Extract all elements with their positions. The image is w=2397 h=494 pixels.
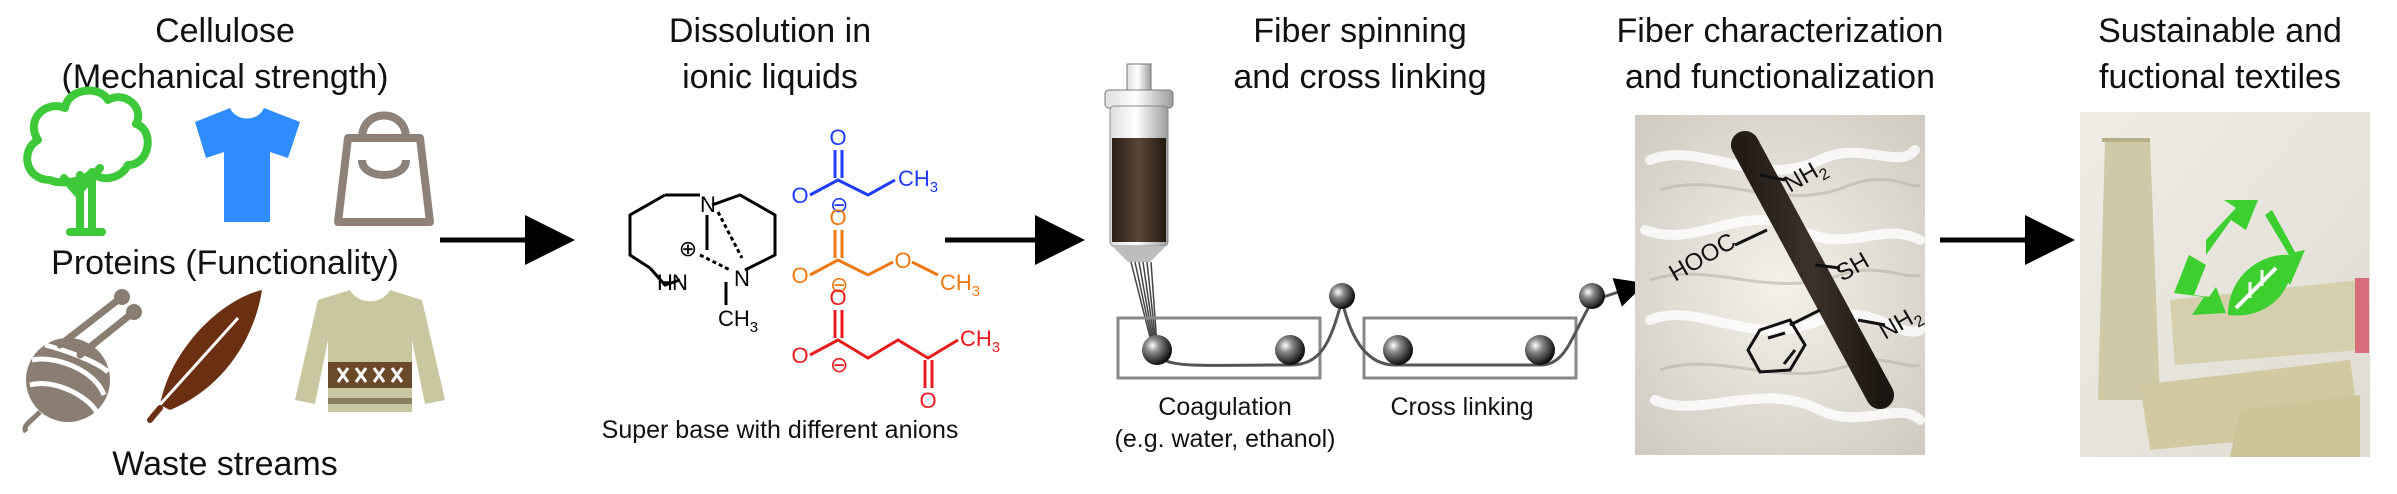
roller: [1142, 335, 1172, 365]
spinning-title-line1: Fiber spinning: [1253, 12, 1467, 50]
roller: [1525, 335, 1555, 365]
fiber-exit-arrow: [1599, 278, 1646, 307]
superbase-n-methyl: N: [734, 266, 750, 291]
spinning-title-line2: and cross linking: [1233, 58, 1486, 96]
functional-group-bonds: [1734, 173, 1886, 374]
spinning-syringe: [1104, 63, 1174, 262]
anion2-o-left: O: [791, 263, 808, 288]
roller: [1275, 335, 1305, 365]
anion2-o-ether: O: [894, 248, 911, 273]
anion2-o-top: O: [829, 205, 846, 230]
superbase-ch3: CH3: [718, 306, 758, 336]
characterization-title-line1: Fiber characterization: [1617, 12, 1944, 50]
sustainable-title-line1: Sustainable and: [2098, 12, 2342, 50]
cellulose-subtitle: (Mechanical strength): [62, 58, 389, 96]
anion1-minus: ⊖: [830, 192, 848, 217]
anion3-o-top: O: [829, 285, 846, 310]
tree-icon: [23, 86, 152, 236]
anion-levulinate: [809, 310, 959, 388]
dissolution-title-line1: Dissolution in: [669, 12, 871, 50]
anion1-ch3: CH3: [898, 166, 938, 196]
anion1-o-left: O: [791, 183, 808, 208]
sweater-icon: [295, 290, 445, 412]
spinning-filaments: [1130, 261, 1158, 346]
textile-yarn-photo: [2080, 112, 2370, 457]
anion-methoxyacetate: [809, 230, 939, 277]
coagulation-example: (e.g. water, ethanol): [1115, 425, 1336, 453]
superbase-structure: [628, 193, 777, 305]
superbase-nh-n: N: [672, 270, 688, 295]
anion2-ch3: CH3: [940, 270, 980, 300]
yarn-ball-icon: [22, 289, 142, 434]
superbase-n-top: N: [700, 192, 716, 217]
cellulose-title: Cellulose: [155, 12, 295, 50]
characterization-title-line2: and functionalization: [1625, 58, 1935, 96]
roller: [1579, 283, 1605, 309]
shopping-bag-icon: [334, 111, 434, 226]
coagulation-label: Coagulation: [1158, 393, 1291, 421]
anion3-o-left: O: [791, 343, 808, 368]
anion3-o-keto: O: [919, 388, 936, 413]
feather-icon: [146, 290, 262, 423]
superbase-plus: ⊕: [679, 236, 697, 261]
dissolution-title-line2: ionic liquids: [682, 58, 858, 96]
roller: [1383, 335, 1413, 365]
roller: [1329, 283, 1355, 309]
anion1-o-top: O: [829, 125, 846, 150]
proteins-title: Proteins (Functionality): [51, 244, 399, 282]
sustainable-title-line2: fuctional textiles: [2099, 58, 2341, 96]
anion3-ch3: CH3: [960, 326, 1000, 356]
waste-streams-title: Waste streams: [112, 445, 337, 483]
cross-linking-bath: [1362, 316, 1578, 380]
tshirt-icon: [195, 108, 300, 222]
functionalized-fiber-rod: [1731, 131, 1894, 409]
anion3-minus: ⊖: [830, 352, 848, 377]
cross-linking-label: Cross linking: [1390, 393, 1533, 421]
recycle-leaf-icon: [2174, 200, 2305, 316]
coagulation-bath: [1116, 316, 1322, 380]
superbase-nh-h: H: [657, 270, 673, 295]
anion-propionate: [809, 150, 896, 197]
superbase-caption: Super base with different anions: [602, 416, 959, 444]
anion2-minus: ⊖: [830, 272, 848, 297]
